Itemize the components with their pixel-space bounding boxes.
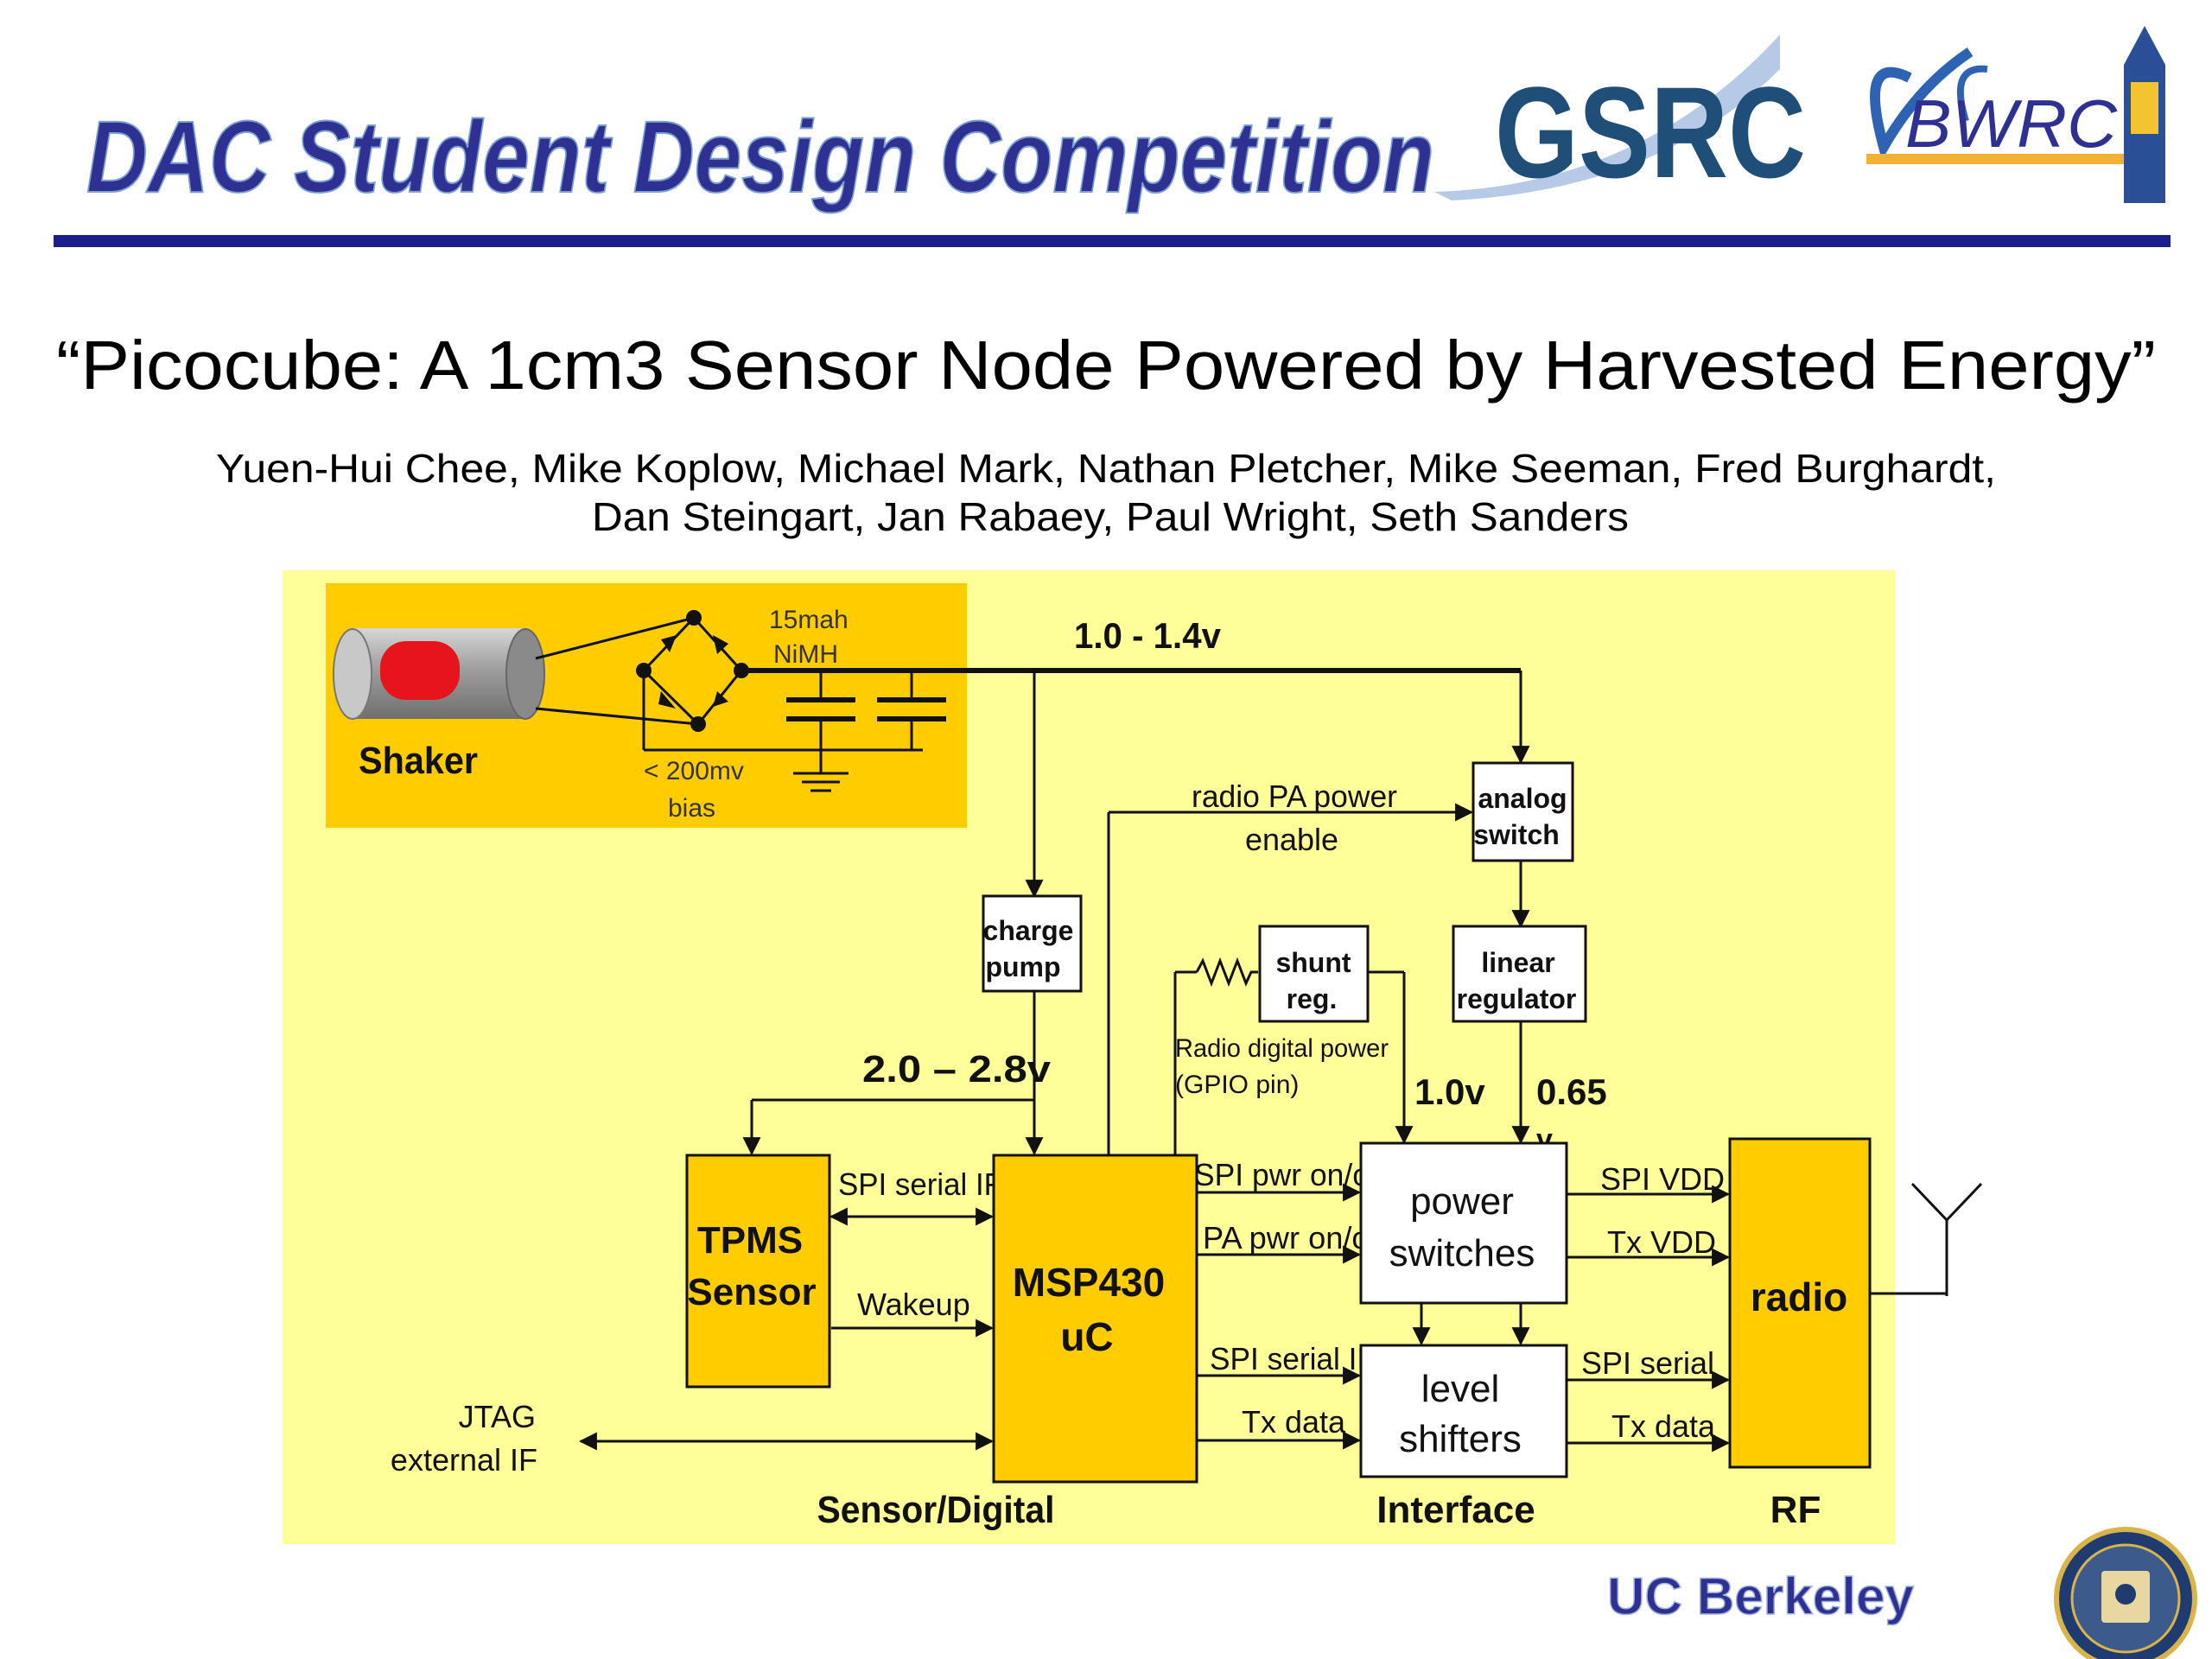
footer-university: UC Berkeley (1607, 1567, 1915, 1625)
label-msp-1: MSP430 (1013, 1260, 1165, 1305)
label-charge-pump-2: pump (985, 951, 1060, 982)
shunt-regulator-block (1258, 925, 1370, 1023)
label-1v: 1.0v (1414, 1071, 1485, 1112)
label-linear-2: regulator (1457, 983, 1577, 1014)
label-radio-pa-1: radio PA power (1192, 779, 1397, 814)
power-switches-block (1359, 1141, 1568, 1305)
label-spi-serial: SPI serial (1581, 1345, 1714, 1381)
linear-regulator-block (1452, 925, 1587, 1023)
label-section-rf: RF (1770, 1489, 1821, 1531)
university-seal-icon (2054, 1527, 2197, 1659)
label-065: 0.65 (1536, 1071, 1607, 1112)
capacitor-icon (786, 671, 946, 760)
charge-pump-block (982, 894, 1083, 993)
label-jtag-2: external IF (391, 1442, 537, 1478)
label-shunt-1: shunt (1275, 947, 1351, 978)
label-msp-2: uC (1060, 1314, 1113, 1359)
ground-icon (793, 760, 849, 792)
header-title: DAC Student Design Competition (86, 100, 1434, 214)
label-charge-pump-1: charge (983, 915, 1074, 946)
label-section-interface: Interface (1376, 1489, 1535, 1531)
bwrc-swirl2-icon (1956, 65, 1988, 123)
label-spi-serial-if: SPI serial IF (838, 1166, 1002, 1202)
label-analog-switch-2: switch (1473, 819, 1560, 850)
msp430-block (992, 1154, 1198, 1484)
label-level-1: level (1421, 1368, 1500, 1410)
campanile-tower-icon (2124, 26, 2165, 203)
logo-gsrc: GSRC (1495, 60, 1806, 205)
label-radio-pa-2: enable (1245, 822, 1338, 857)
resistor-icon (1195, 957, 1258, 988)
label-section-sensor: Sensor/Digital (817, 1489, 1055, 1531)
authors-line-1: Yuen-Hui Chee, Mike Koplow, Michael Mark… (216, 446, 1996, 491)
label-tx-vdd: Tx VDD (1607, 1224, 1716, 1260)
analog-switch-block (1471, 761, 1574, 862)
tpms-sensor-block (685, 1154, 831, 1389)
label-rail-voltage: 1.0 - 1.4v (1074, 615, 1222, 656)
bwrc-underline (1866, 154, 2126, 164)
label-spi-vdd: SPI VDD (1600, 1161, 1725, 1197)
shaker-magnet (380, 641, 460, 700)
label-shaker: Shaker (359, 740, 478, 782)
label-pa-pwr: PA pwr on/off (1203, 1220, 1387, 1255)
logo-bwrc: BWRC (1905, 86, 2118, 162)
label-radio-digital-1: Radio digital power (1175, 1034, 1389, 1063)
bwrc-swirl-icon (1870, 48, 1974, 161)
label-shunt-2: reg. (1287, 983, 1338, 1014)
label-tx-data-2: Tx data (1611, 1408, 1716, 1444)
label-radio-digital-2: (GPIO pin) (1175, 1071, 1299, 1099)
gsrc-swoosh (1434, 35, 1780, 200)
antenna-icon (1870, 1182, 1983, 1296)
label-battery-2: NiMH (773, 640, 838, 669)
header: DAC Student Design Competition GSRC BWRC (54, 26, 2171, 247)
shaker-cylinder (333, 628, 545, 720)
label-tx-data-1: Tx data (1242, 1404, 1346, 1440)
radio-block (1728, 1137, 1872, 1469)
label-2v-rail: 2.0 – 2.8v (862, 1048, 1052, 1090)
label-linear-1: linear (1481, 947, 1554, 978)
slide-title: “Picocube: A 1cm3 Sensor Node Powered by… (56, 327, 2156, 404)
label-power-sw-1: power (1410, 1180, 1514, 1223)
label-radio: radio (1751, 1274, 1847, 1319)
level-shifters-block (1359, 1344, 1568, 1478)
label-bias-1: < 200mv (644, 757, 744, 785)
label-jtag-1: JTAG (459, 1399, 536, 1434)
block-diagram: Shaker (283, 570, 1983, 1544)
label-bias-2: bias (668, 794, 715, 823)
label-tpms-1: TPMS (697, 1219, 803, 1262)
label-spi-serial-if-2: SPI serial IF (1210, 1341, 1376, 1376)
authors-line-2: Dan Steingart, Jan Rabaey, Paul Wright, … (592, 494, 1629, 539)
label-tpms-2: Sensor (687, 1271, 816, 1313)
label-battery-1: 15mah (769, 606, 849, 634)
label-spi-pwr: SPI pwr on/off (1194, 1157, 1387, 1192)
label-analog-switch-1: analog (1478, 783, 1567, 814)
header-rule (54, 235, 2171, 247)
logo-bwrc-group: BWRC (1866, 26, 2165, 203)
label-power-sw-2: switches (1389, 1232, 1535, 1274)
label-wakeup: Wakeup (857, 1287, 970, 1322)
label-level-2: shifters (1399, 1418, 1522, 1460)
